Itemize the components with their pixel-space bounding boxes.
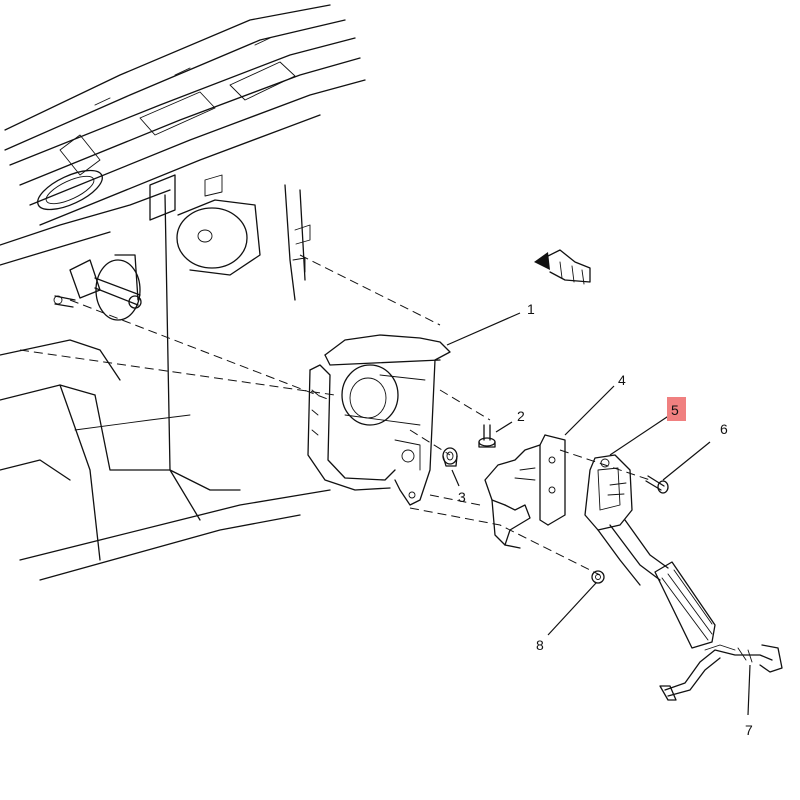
leader-4 [564, 385, 615, 436]
leader-2 [495, 421, 513, 433]
callout-8: 8 [536, 637, 544, 653]
leader-7 [747, 664, 751, 716]
leader-lines [446, 312, 751, 716]
callout-7: 7 [745, 722, 753, 738]
part-3-nut [442, 447, 458, 467]
callout-5: 5 [671, 402, 679, 418]
callout-6: 6 [720, 421, 728, 437]
leader-6 [662, 441, 711, 481]
part-7-wiring-harness [659, 644, 783, 701]
leader-3 [451, 469, 460, 487]
part-6-bolt [645, 475, 669, 494]
part-5-accelerator-pedal [584, 454, 716, 649]
part-8-nut [591, 570, 605, 584]
part-2-bolt [478, 424, 496, 448]
callout-labels: 1 2 3 4 5 6 7 8 [458, 301, 753, 738]
callout-3: 3 [458, 489, 466, 505]
leader-8 [547, 582, 597, 636]
front-direction-arrow-icon [534, 249, 591, 285]
part-1-pedal-bracket [307, 334, 451, 506]
callout-2: 2 [517, 408, 525, 424]
part-4-mount-bracket [484, 434, 566, 549]
callout-4: 4 [618, 372, 626, 388]
vehicle-dash-panel [0, 4, 366, 581]
leader-5 [609, 414, 671, 456]
callout-5-highlight [667, 397, 686, 421]
leader-1 [446, 312, 521, 346]
assembly-guide-lines [19, 254, 651, 576]
callout-1: 1 [527, 301, 535, 317]
